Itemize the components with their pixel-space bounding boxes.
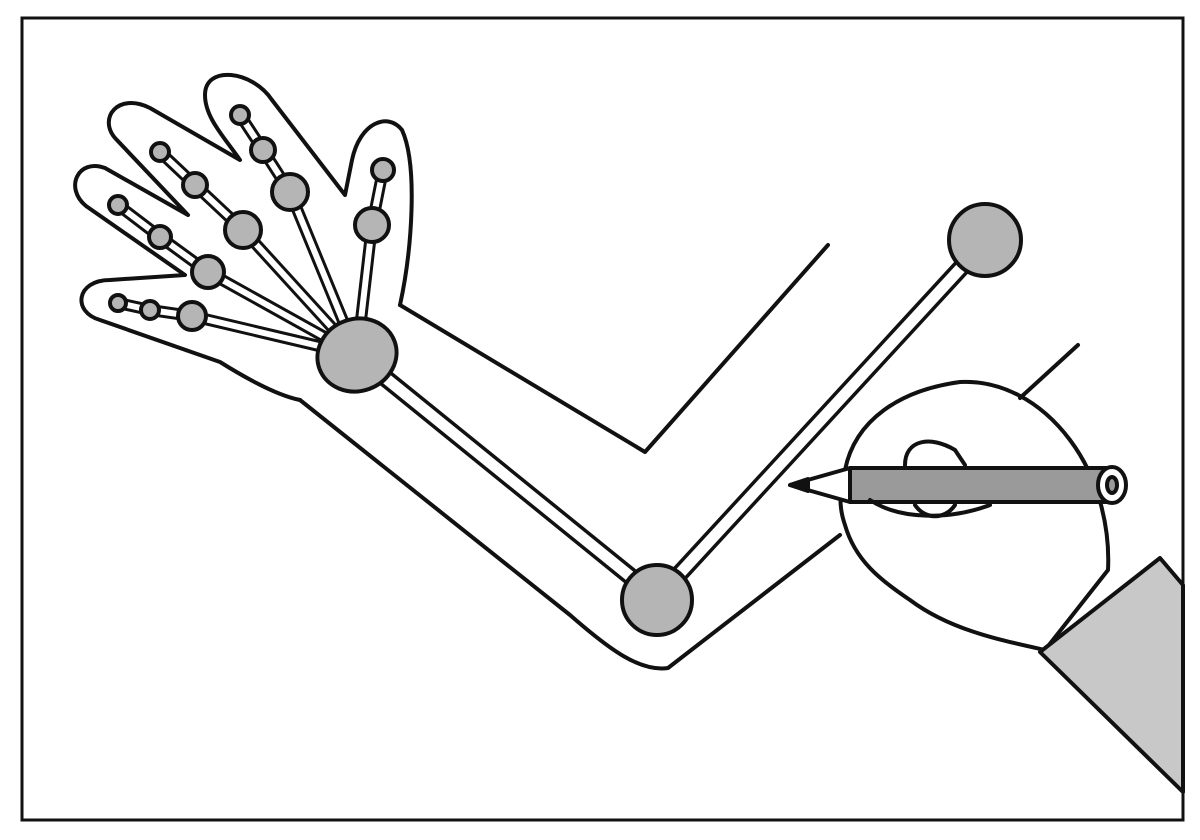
wrist-joint: [315, 316, 399, 394]
shoulder-joint: [947, 202, 1023, 278]
elbow-joint: [620, 563, 694, 637]
hand-outline: [73, 72, 414, 402]
forearm-bone: [351, 349, 663, 604]
drawing-arm-line: [1018, 343, 1080, 400]
arm-outline-top: [398, 243, 830, 454]
pencil: [788, 465, 1128, 505]
drawing-hand-thumb: [868, 498, 992, 518]
sleeve: [1038, 556, 1185, 794]
upper-arm-bone: [654, 239, 988, 601]
frame-border: [20, 16, 1185, 822]
arm-outline-bottom: [298, 398, 842, 671]
drawing-hand-outline: [838, 379, 1111, 652]
